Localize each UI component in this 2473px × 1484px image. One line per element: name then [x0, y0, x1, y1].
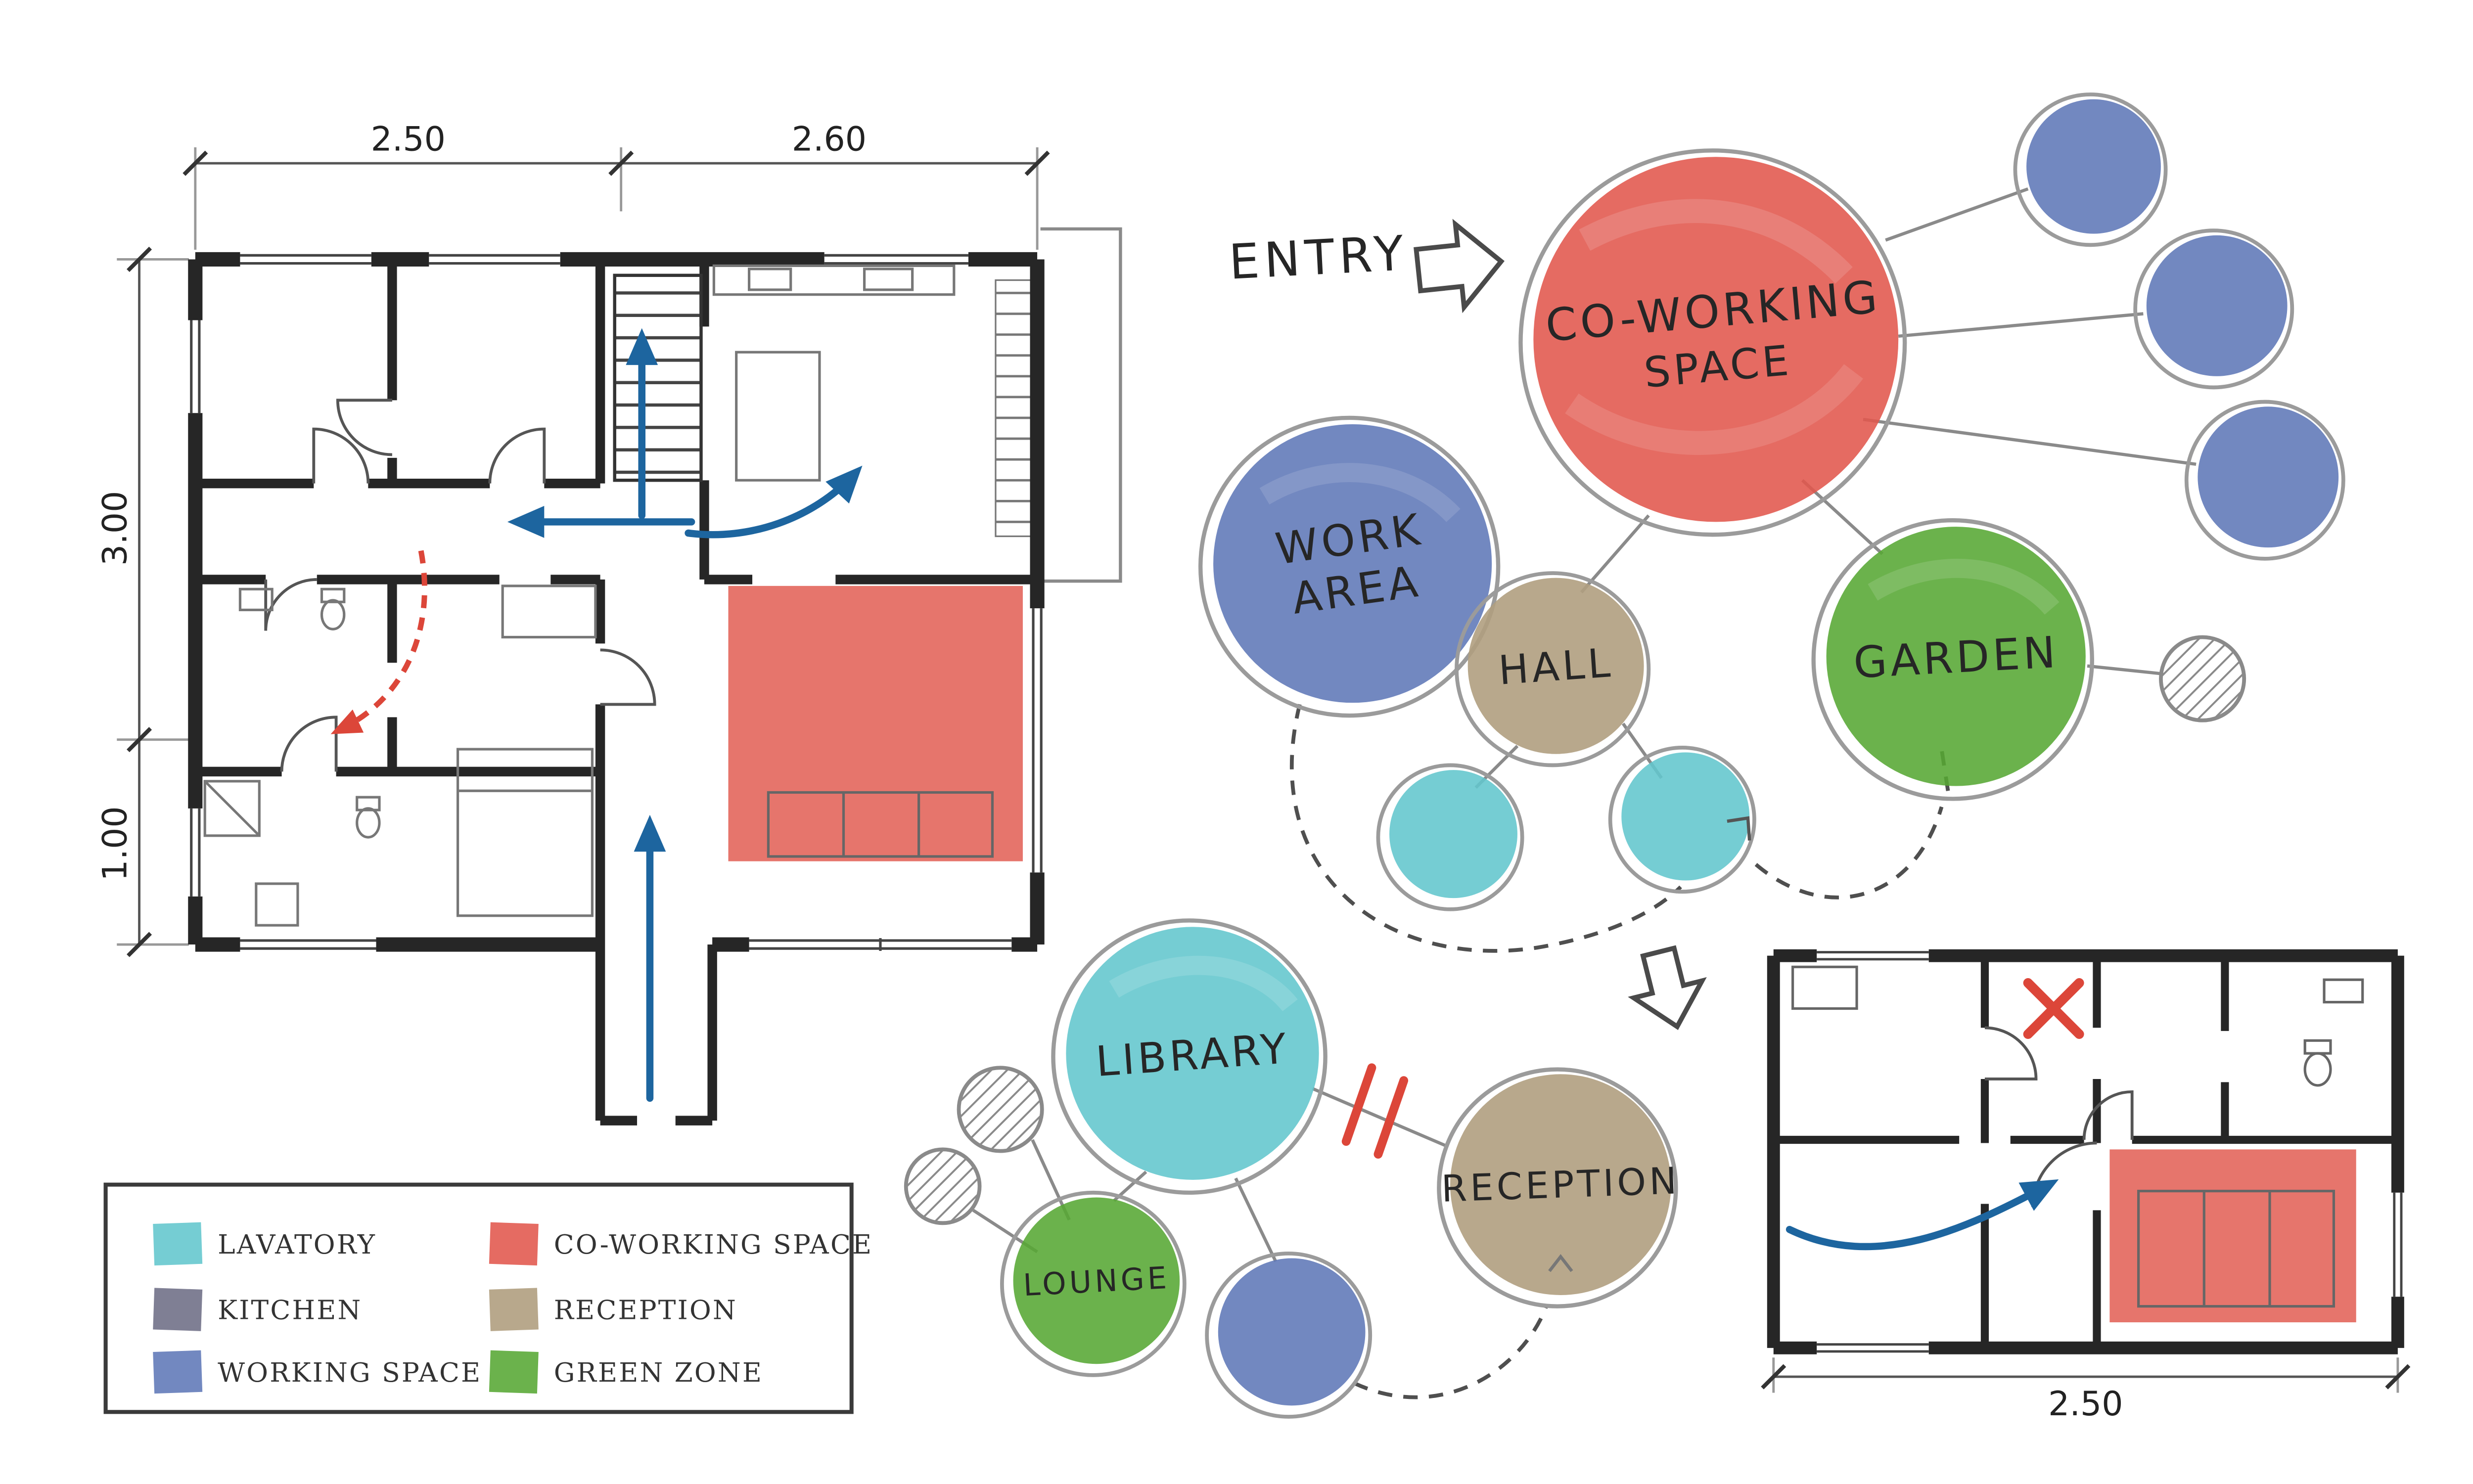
coworking-zone-small [2109, 1149, 2356, 1323]
legend: LAVATORY KITCHEN WORKING SPACE CO-WORKIN… [103, 1182, 873, 1414]
coworking-zone-main [728, 585, 1023, 861]
bubble-working-small-3 [2184, 400, 2345, 561]
no-link-marks [1341, 1063, 1409, 1159]
dimension-left: 3.00 1.00 [96, 246, 189, 957]
legend-item-lavatory: LAVATORY [153, 1222, 376, 1266]
roof-overhang-line [1040, 227, 1122, 583]
legend-label: KITCHEN [218, 1295, 362, 1326]
entry-arrow-icon [1414, 219, 1505, 314]
legend-item-reception: RECEPTION [489, 1288, 737, 1331]
stairs [613, 273, 703, 482]
bubble-reception: RECEPTION [1437, 1067, 1681, 1308]
connector-lines [972, 187, 2197, 1262]
circulation-arrows [507, 328, 863, 1102]
legend-label: RECEPTION [554, 1295, 737, 1326]
legend-item-kitchen: KITCHEN [153, 1288, 362, 1331]
small-plan-entry-arrow [1786, 1179, 2059, 1251]
small-plan-dimension: 2.50 [1761, 1357, 2411, 1424]
small-plan-windows [1817, 947, 2406, 1356]
reception-label: RECEPTION [1441, 1159, 1681, 1211]
bubble-work-area: WORK AREA [1198, 415, 1501, 718]
dim-top-right-label: 2.60 [792, 120, 867, 159]
dimension-top: 2.50 2.60 [183, 120, 1050, 250]
small-plan-interior-walls [1773, 955, 2398, 1348]
small-plan-furniture [1791, 965, 2364, 1308]
main-floor-plan: 2.50 2.60 3.00 1.00 [96, 120, 1122, 1125]
garden-label: GARDEN [1852, 627, 2060, 688]
dim-left-top-label: 3.00 [96, 491, 135, 566]
legend-item-working-space: WORKING SPACE [153, 1350, 482, 1394]
bubble-working-small-2 [2133, 228, 2294, 390]
hatch-circle-1 [957, 1066, 1044, 1153]
legend-label: GREEN ZONE [554, 1357, 763, 1388]
bubble-garden: GARDEN [1811, 518, 2094, 801]
bubble-coworking: CO-WORKING SPACE [1518, 148, 1907, 537]
legend-swatch [153, 1350, 203, 1394]
legend-swatch [489, 1222, 539, 1266]
dim-left-bottom-label: 1.00 [96, 806, 135, 881]
plan-doors [264, 399, 656, 772]
lounge-label: LOUNGE [1022, 1260, 1171, 1303]
legend-swatch [489, 1288, 539, 1331]
legend-item-coworking: CO-WORKING SPACE [489, 1222, 873, 1266]
hatch-circle-garden [2159, 635, 2246, 722]
entry-label: ENTRY [1228, 225, 1410, 290]
bubble-hall: HALL [1455, 571, 1651, 767]
bubble-working-small-1 [2013, 92, 2168, 247]
plan-furniture [203, 264, 994, 927]
hall-label: HALL [1497, 640, 1615, 694]
curve-right-arrow [685, 465, 863, 539]
legend-swatch [489, 1350, 539, 1394]
bubble-working-small-bottom [1205, 1251, 1373, 1419]
legend-box [103, 1182, 854, 1414]
legend-label: LAVATORY [218, 1229, 376, 1260]
small-plan-dim-label: 2.50 [2048, 1385, 2123, 1424]
dashed-links [1289, 704, 1950, 1399]
legend-swatch [153, 1288, 203, 1331]
legend-label: WORKING SPACE [218, 1357, 482, 1388]
bubble-diagram: ENTRY [904, 92, 2345, 1419]
plan-interior-walls [195, 259, 1038, 1125]
plan-windows [186, 250, 1046, 953]
legend-swatch [153, 1222, 203, 1266]
dim-top-left-label: 2.50 [371, 120, 446, 159]
bubble-lavatory-1 [1376, 763, 1524, 911]
hatch-circle-2 [904, 1147, 982, 1225]
bubble-lavatory-2 [1608, 745, 1756, 894]
cross-mark [2023, 978, 2084, 1039]
tick-mark [1727, 816, 1751, 841]
red-dashed-arrow [330, 550, 427, 734]
legend-item-green-zone: GREEN ZONE [489, 1350, 763, 1394]
small-floor-plan: 2.50 [1761, 947, 2411, 1424]
down-arrow-icon [1628, 945, 1707, 1031]
bubble-library: LIBRARY [1051, 918, 1328, 1195]
legend-label: CO-WORKING SPACE [554, 1229, 873, 1260]
bubble-lounge: LOUNGE [1000, 1190, 1187, 1377]
tick-mark [1548, 1254, 1573, 1272]
